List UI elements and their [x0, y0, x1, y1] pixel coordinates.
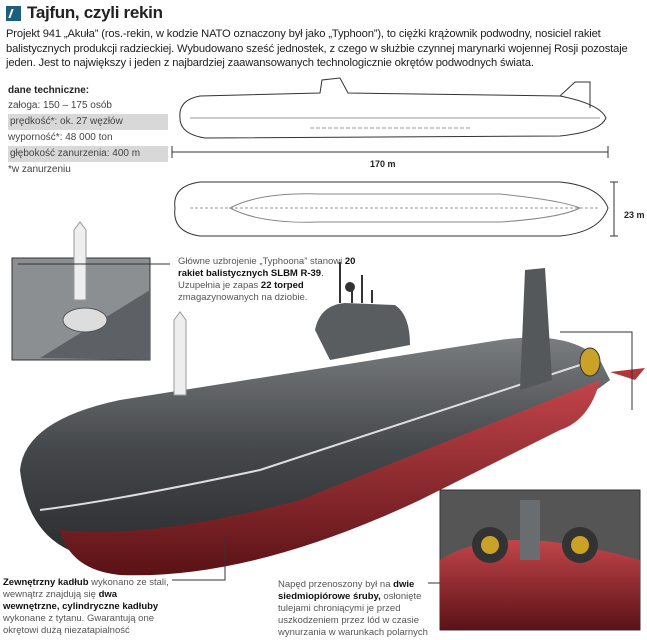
spec-row: prędkość*: ok. 27 węzłów	[8, 114, 168, 130]
title-text: Tajfun, czyli rekin	[27, 3, 163, 22]
text: wykonano ze stali, wewnątrz znajdują się	[3, 577, 169, 600]
beam-label: 23 m	[624, 210, 645, 220]
bold-text: 20 rakiet balistycznych SLBM R-39	[178, 256, 356, 279]
length-label: 170 m	[370, 159, 396, 169]
specs-box: dane techniczne: załoga: 150 – 175 osób …	[8, 84, 168, 178]
spec-row: wyporność*: 48 000 ton	[8, 132, 113, 143]
page-title: Tajfun, czyli rekin	[6, 3, 163, 23]
bold-text: 22 torped	[260, 280, 304, 291]
propeller-inset	[439, 489, 641, 631]
spec-row: głębokość zanurzenia: 400 m	[8, 146, 168, 162]
beam-dimension	[610, 181, 618, 237]
spec-footnote: *w zanurzeniu	[8, 164, 71, 175]
length-dimension	[171, 146, 609, 158]
bold-text: dwie siedmiopiórowe śruby,	[278, 579, 415, 602]
callout-lines	[172, 331, 633, 584]
text: zmagazynowanych na dziobie.	[178, 292, 308, 303]
specs-heading: dane techniczne:	[8, 85, 90, 96]
hull-note: Zewnętrzny kadłub wykonano ze stali, wew…	[3, 577, 175, 637]
text: wykonane z tytanu. Gwarantują one okręto…	[3, 613, 155, 636]
bold-text: dwa wewnętrzne, cylindryczne kadłuby	[3, 589, 159, 612]
spec-row: załoga: 150 – 175 osób	[8, 100, 112, 111]
text: osłonięte tulejami chroniącymi je przed …	[278, 591, 428, 638]
side-view-blueprint	[179, 77, 607, 139]
missile-silo-inset	[11, 221, 151, 361]
propulsion-note: Napęd przenoszony był na dwie siedmiopió…	[278, 579, 440, 639]
top-view-blueprint	[174, 181, 609, 237]
text: Napęd przenoszony był na	[278, 579, 394, 590]
text: Główne uzbrojenie „Typhoona” stanowi	[178, 256, 343, 267]
intro-paragraph: Projekt 941 „Akuła” (ros.-rekin, w kodzi…	[6, 28, 628, 69]
logo-icon	[6, 5, 21, 21]
missile-icon	[173, 311, 187, 396]
text: . Uzupełnia je zapas	[178, 268, 324, 291]
bold-text: Zewnętrzny kadłub	[3, 577, 89, 588]
armament-note: Główne uzbrojenie „Typhoona” stanowi 20 …	[178, 256, 368, 304]
submarine-3d	[20, 262, 645, 576]
